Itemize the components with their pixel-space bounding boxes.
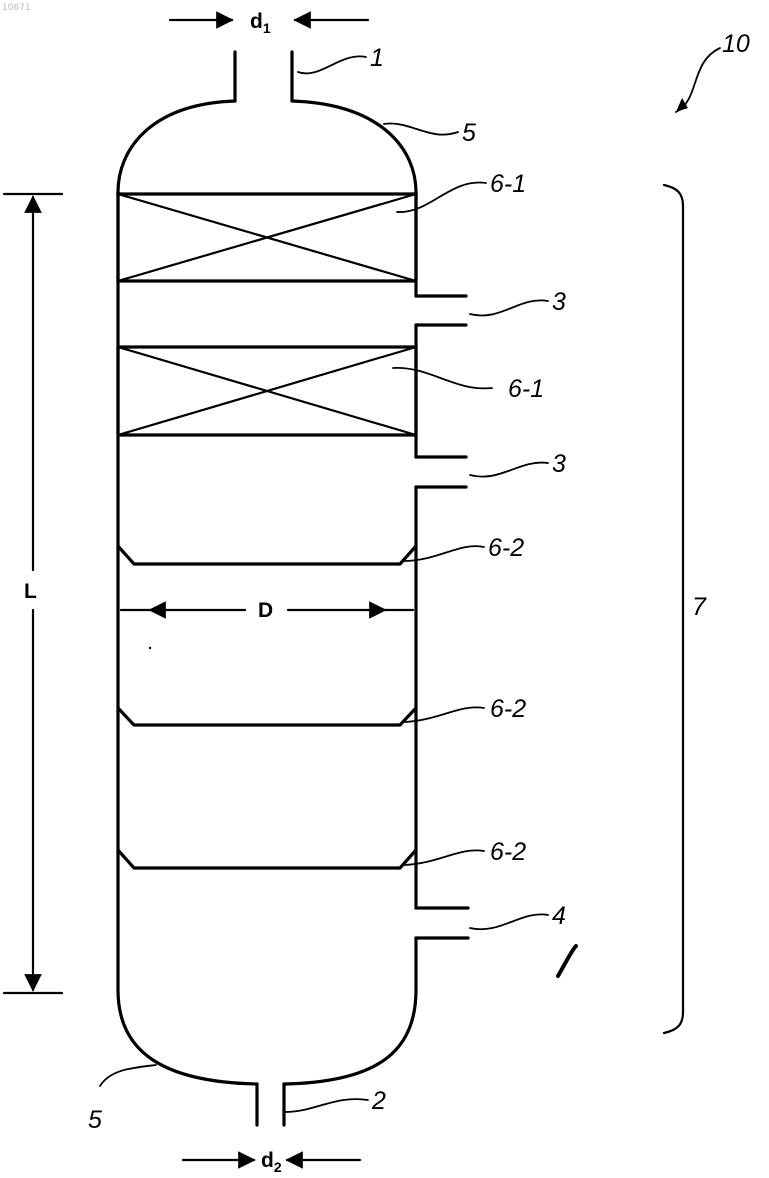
label-section-bracket: 7 — [692, 593, 707, 621]
label-head-top: 5 — [462, 119, 476, 147]
diameter-dimension: D — [121, 599, 413, 622]
label-side-outlet-upper: 3 — [552, 288, 566, 316]
label-bottom-nozzle: 2 — [371, 1087, 386, 1115]
packing-bed-lower — [118, 347, 416, 435]
bottom-nozzle-diameter-dimension: d2 — [183, 1149, 360, 1175]
label-head-bottom: 5 — [88, 1106, 102, 1134]
tray-3 — [118, 850, 416, 868]
d1-label: d1 — [250, 10, 271, 36]
top-head — [118, 101, 416, 196]
packing-bed-upper — [118, 194, 416, 281]
shell-right-wall — [416, 192, 468, 990]
tray-2 — [118, 708, 416, 725]
stray-dot — [149, 647, 151, 649]
bottom-head — [118, 990, 416, 1084]
arrow-10 — [676, 98, 688, 112]
corner-tag: 10671 — [2, 3, 31, 13]
bottom-nozzle — [257, 1084, 284, 1125]
label-side-outlet-lower: 3 — [552, 450, 566, 478]
label-side-outlet-bottom: 4 — [552, 902, 566, 930]
d2-label: d2 — [261, 1149, 282, 1175]
diameter-label: D — [258, 599, 273, 622]
label-tray-1: 6-2 — [488, 534, 524, 562]
label-packing-lower: 6-1 — [508, 375, 544, 403]
label-tray-3: 6-2 — [490, 838, 526, 866]
length-dimension: L — [4, 194, 62, 993]
stray-mark — [558, 946, 576, 976]
length-label: L — [24, 580, 37, 603]
top-nozzle — [235, 52, 292, 101]
label-top-nozzle: 1 — [370, 44, 384, 72]
leader-lines — [100, 48, 720, 1112]
tray-1 — [118, 546, 416, 564]
section-bracket — [664, 185, 683, 1033]
label-packing-upper: 6-1 — [490, 170, 526, 198]
label-column: 10 — [722, 30, 750, 58]
label-tray-2: 6-2 — [490, 695, 526, 723]
top-nozzle-diameter-dimension: d1 — [170, 10, 368, 36]
